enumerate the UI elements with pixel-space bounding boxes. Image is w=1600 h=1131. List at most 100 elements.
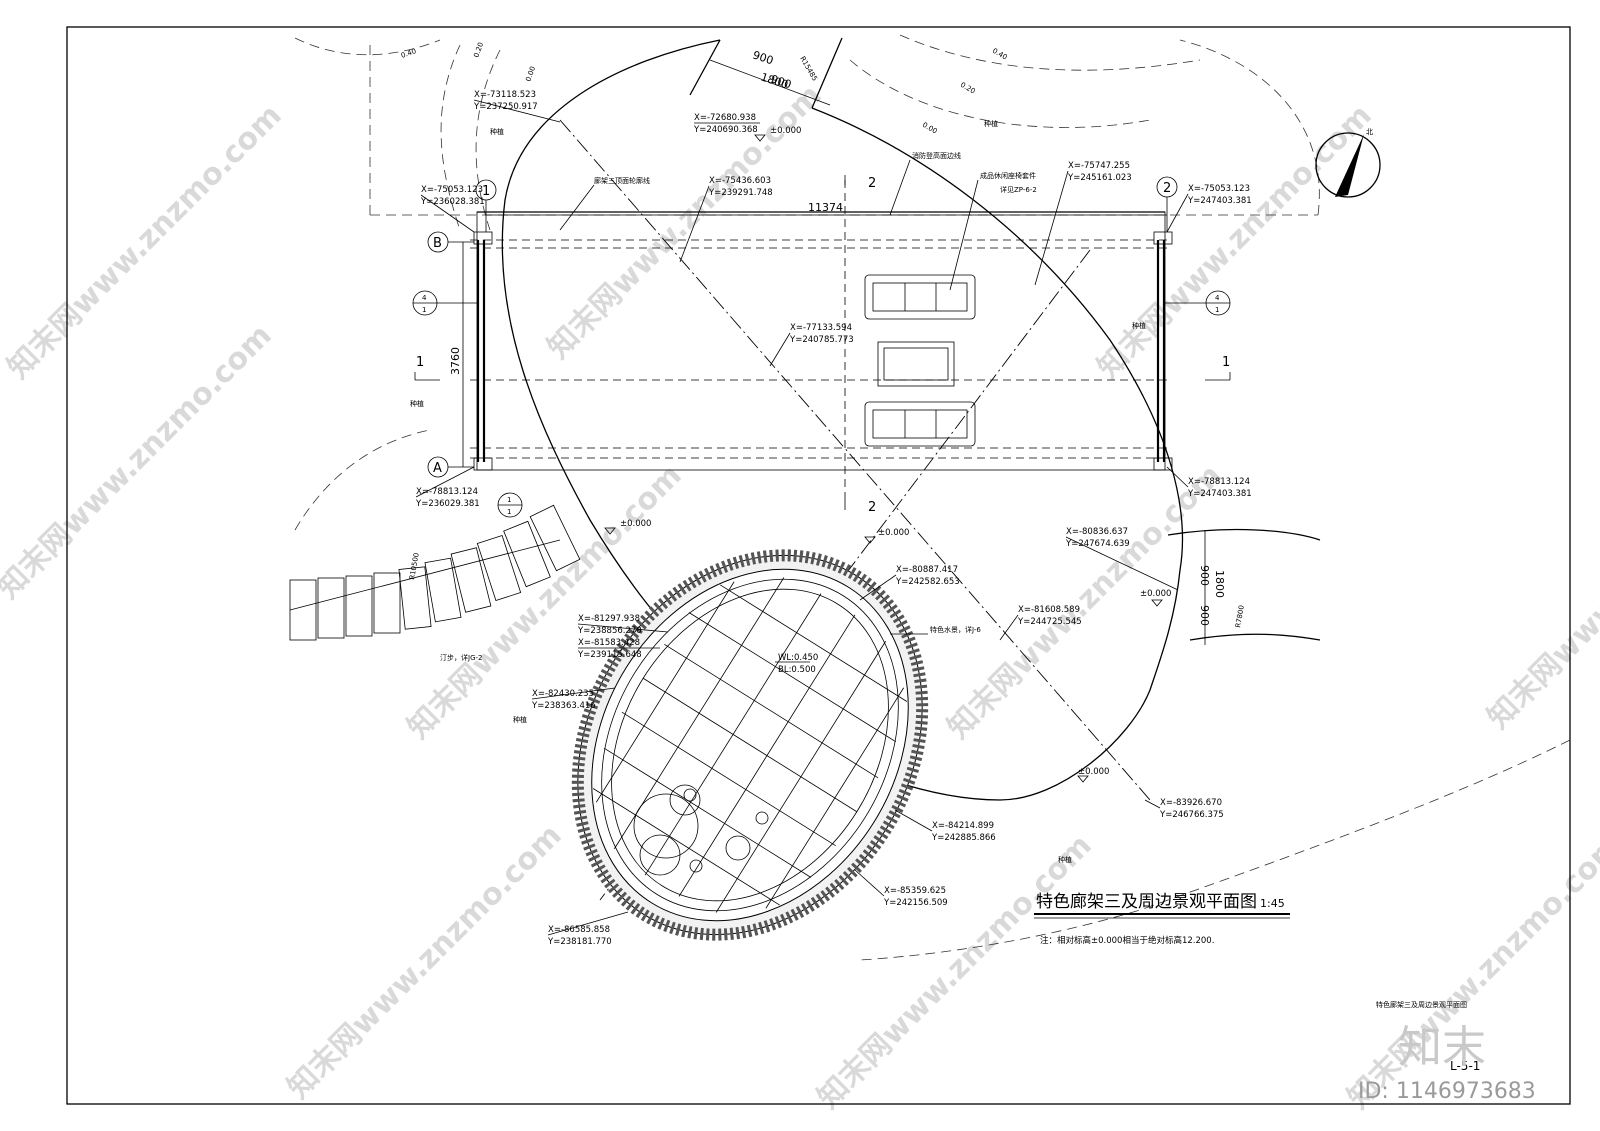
stepping-stone	[373, 572, 401, 634]
coord-x: X=-84214.899	[932, 821, 994, 831]
section-label: 2	[868, 176, 876, 191]
section-label: 1	[1222, 355, 1230, 370]
coord-y: Y=242156.509	[883, 898, 948, 908]
planting-label: 种植	[1058, 855, 1072, 864]
detail-ref: 1	[1215, 306, 1219, 314]
sheet-info: 特色廊架三及周边景观平面图 L-5-1 知末 ID: 1146973683	[1358, 1000, 1536, 1104]
coord-x: X=-72680.938	[694, 113, 756, 123]
coord-x: X=-86585.858	[548, 925, 610, 935]
coord-y: Y=236028.381	[420, 197, 485, 207]
bench-bottom	[864, 401, 976, 447]
coord-x: X=-83926.670	[1160, 798, 1222, 808]
bottom-level: BL:0.500	[778, 665, 816, 675]
pergola-outline-label: 廊架三顶面轮廓线	[594, 176, 650, 185]
coord-x: X=-81583.428	[578, 638, 640, 648]
coord-y: Y=239115.648	[577, 650, 642, 660]
coord-y: Y=245161.023	[1067, 173, 1132, 183]
coord-x: X=-80836.637	[1066, 527, 1128, 537]
coordinate-labels: X=-73118.523 Y=237250.917 X=-72680.938 Y…	[415, 90, 1252, 947]
stepping-stone	[529, 504, 581, 572]
water-feature	[571, 549, 929, 941]
contour-label: 0.40	[991, 47, 1009, 62]
coord-y: Y=247403.381	[1187, 196, 1252, 206]
coord-x: X=-75053.123	[421, 185, 483, 195]
coord-y: Y=240690.368	[693, 125, 758, 135]
coord-x: X=-73118.523	[474, 90, 536, 100]
sheet-name: 特色廊架三及周边景观平面图	[1376, 1000, 1467, 1009]
dimension-depth: 3760	[449, 347, 462, 375]
stepping-stone	[317, 577, 345, 639]
coord-x: X=-75436.603	[709, 176, 771, 186]
watermark: 知末网www.znzmo.com	[811, 828, 1099, 1116]
drawing-title: 特色廊架三及周边景观平面图 1:45 注：相对标高±0.000相当于绝对标高12…	[1034, 892, 1290, 946]
grid-label: B	[433, 236, 442, 251]
planting-label: 种植	[513, 715, 527, 724]
dimension-right-b: 1800	[1213, 570, 1226, 598]
coord-y: Y=238181.770	[547, 937, 612, 947]
dimension-right-c: 900	[1198, 605, 1211, 626]
stepping-stone	[503, 520, 551, 588]
logo-mark: 知末	[1398, 1022, 1486, 1073]
contour-label: 0.20	[472, 41, 485, 58]
dimension-left-radius: R10500	[408, 552, 421, 580]
watermark: 知末网www.znzmo.com	[941, 458, 1229, 746]
water-level: WL:0.450	[778, 653, 818, 663]
stepping-stone	[450, 547, 492, 613]
coord-x: X=-85359.625	[884, 886, 946, 896]
coord-x: X=-81608.589	[1018, 605, 1080, 615]
dimension-top-radius: R15485	[798, 55, 818, 83]
detail-ref: 1	[507, 508, 511, 516]
north-arrow: 北	[1315, 128, 1381, 198]
stepping-stone	[398, 566, 432, 630]
level-mark: ±0.000	[770, 126, 801, 136]
coord-x: X=-78813.124	[416, 487, 478, 497]
resource-id: ID: 1146973683	[1358, 1079, 1536, 1104]
stepping-stone	[476, 534, 522, 602]
coord-y: Y=239291.748	[708, 188, 773, 198]
coord-y: Y=238856.270	[577, 626, 642, 636]
stepping-stone	[345, 575, 373, 637]
level-mark: ±0.000	[620, 519, 651, 529]
section-label: 1	[416, 355, 424, 370]
watermark: 知末网www.znzmo.com	[541, 78, 829, 366]
watermark: 知末网www.znzmo.com	[1091, 98, 1379, 386]
elevation-note: 注：相对标高±0.000相当于绝对标高12.200.	[1040, 935, 1214, 946]
dimension-top-a: 900	[751, 48, 775, 67]
compass-icon	[1315, 132, 1381, 198]
coord-y: Y=247403.381	[1187, 489, 1252, 499]
detail-number: 4	[422, 294, 427, 302]
dimension-width: 11374	[808, 201, 843, 214]
grid-label: 2	[1163, 181, 1171, 196]
coord-x: X=-75747.255	[1068, 161, 1130, 171]
dimension-right-a: 900	[1198, 565, 1211, 586]
stepping-stones	[289, 504, 581, 641]
dimension-top-c: 900	[769, 72, 793, 91]
coord-y: Y=238363.416	[531, 701, 596, 711]
contour-label: 0.40	[400, 47, 417, 60]
coord-y: Y=242582.653	[895, 577, 960, 587]
fire-line-label: 消防登高面边线	[912, 151, 961, 160]
stepping-stone	[289, 579, 317, 641]
drawing-title-text: 特色廊架三及周边景观平面图	[1036, 892, 1257, 912]
north-label: 北	[1366, 128, 1373, 136]
bench-ref-label: 详见ZP-6-2	[1000, 185, 1037, 194]
table	[877, 341, 955, 387]
coord-x: X=-75053.123	[1188, 184, 1250, 194]
contour-label: 0.20	[959, 81, 977, 96]
dimension-right-radius: R7800	[1234, 605, 1246, 629]
coord-y: Y=242885.866	[931, 833, 996, 843]
grid-label: A	[433, 461, 442, 476]
section-label: 2	[868, 500, 876, 515]
path-outline	[501, 37, 1321, 801]
level-mark: ±0.000	[1140, 589, 1171, 599]
stepping-label: 汀步，详JG-2	[440, 653, 482, 662]
watermark: 知末网www.znzmo.com	[1481, 448, 1600, 736]
planting-label: 种植	[984, 119, 998, 128]
coord-y: Y=247674.639	[1065, 539, 1130, 549]
bench-label: 成品休闲座椅套件	[980, 171, 1036, 180]
coord-y: Y=244725.545	[1017, 617, 1082, 627]
detail-number: 1	[507, 496, 511, 504]
contour-label: 0.00	[921, 121, 939, 136]
coord-y: Y=246766.375	[1159, 810, 1224, 820]
sheet-border	[66, 26, 1571, 1105]
